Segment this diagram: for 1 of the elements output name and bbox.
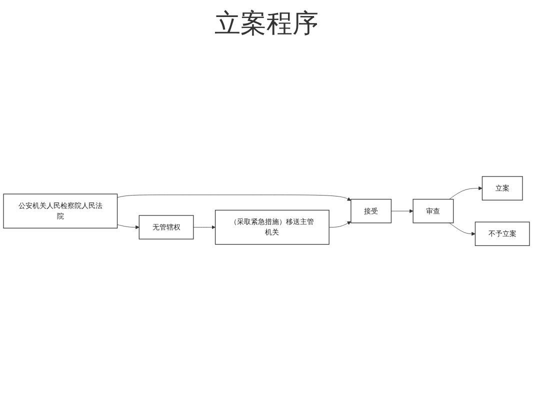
diagram-title: 立案程序 [214, 8, 320, 41]
